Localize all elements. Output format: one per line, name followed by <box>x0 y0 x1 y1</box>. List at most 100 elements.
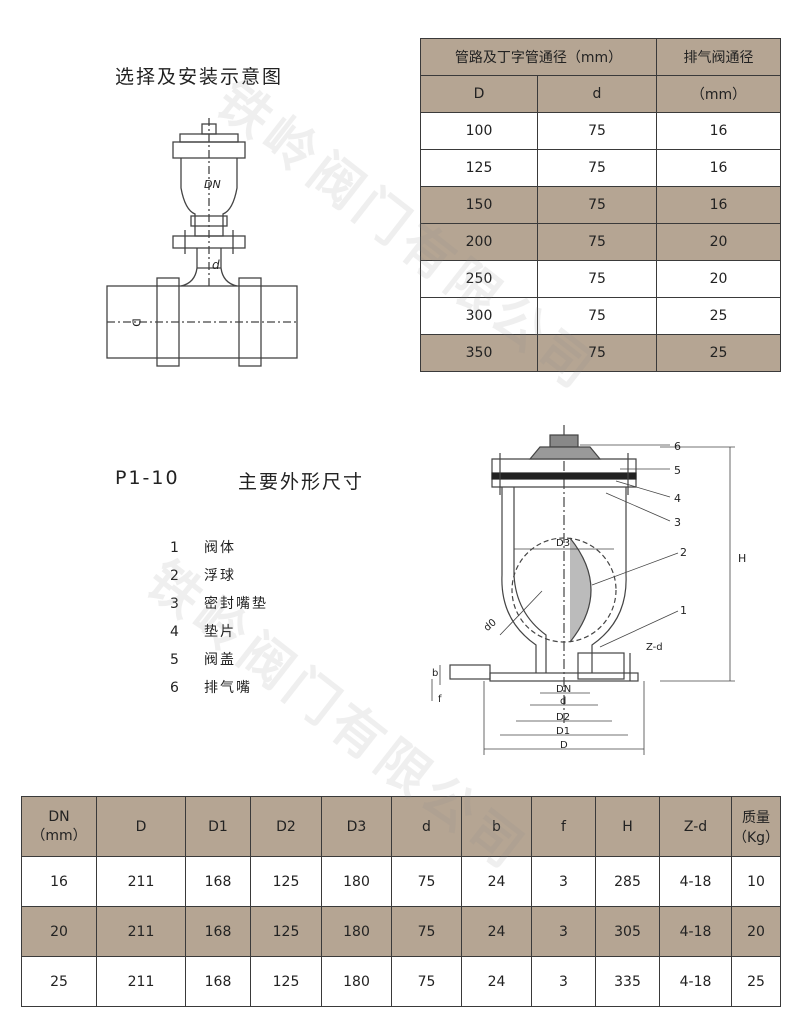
cell: 16 <box>656 186 781 224</box>
dim-label-zd: Z-d <box>646 642 663 653</box>
table-row: 300 75 25 <box>420 297 781 335</box>
cell: 200 <box>420 223 538 261</box>
cell: 335 <box>595 956 660 1007</box>
cell: 75 <box>537 149 657 187</box>
cell: 75 <box>537 297 657 335</box>
pipe-size-table: 管路及丁字管通径（mm） 排气阀通径 D d （mm） 100 75 16 12… <box>420 38 781 372</box>
cell: 3 <box>531 956 596 1007</box>
dim-label-f: f <box>438 694 442 705</box>
cell: 211 <box>96 906 186 957</box>
table-row: 125 75 16 <box>420 149 781 187</box>
cell: 25 <box>21 956 97 1007</box>
dim-label-D: D <box>560 740 568 751</box>
part-label-2: 2 <box>680 546 687 559</box>
part-name: 排气嘴 <box>204 680 252 696</box>
diagram1-label-dn: DN <box>204 178 221 191</box>
part-number: 6 <box>170 680 181 696</box>
header-exhaust: 排气阀通径 <box>656 38 781 76</box>
table-row: 150 75 16 <box>420 186 781 224</box>
part-label-5: 5 <box>674 464 681 477</box>
header-b: b <box>461 796 532 857</box>
cell: 24 <box>461 906 532 957</box>
cell: 20 <box>731 906 781 957</box>
cell: 211 <box>96 956 186 1007</box>
cell: 3 <box>531 906 596 957</box>
part-name: 浮球 <box>204 568 236 584</box>
part-name: 垫片 <box>204 624 236 640</box>
part-label-1: 1 <box>680 604 687 617</box>
cell: 16 <box>656 149 781 187</box>
dim-label-DN: DN <box>556 684 572 695</box>
cell: 211 <box>96 856 186 907</box>
cell: 75 <box>537 334 657 372</box>
section2-title: 主要外形尺寸 <box>238 471 365 493</box>
header-DN: DN（mm） <box>21 796 97 857</box>
list-item: 6 排气嘴 <box>170 677 252 697</box>
cell: 125 <box>250 956 322 1007</box>
cell: 20 <box>656 260 781 298</box>
diagram1-label-d: d <box>212 258 220 272</box>
part-number: 5 <box>170 652 181 668</box>
header-D2: D2 <box>250 796 322 857</box>
table-row: 100 75 16 <box>420 112 781 150</box>
cell: 75 <box>391 856 462 907</box>
part-name: 阀盖 <box>204 652 236 668</box>
cell: 25 <box>731 956 781 1007</box>
part-label-4: 4 <box>674 492 681 505</box>
dim-label-D2: D2 <box>556 712 571 723</box>
cell: 150 <box>420 186 538 224</box>
part-label-6: 6 <box>674 440 681 453</box>
dimension-drawing <box>431 425 735 755</box>
dimension-table: DN（mm） D D1 D2 D3 d b f H Z-d 质量（Kg） 16 … <box>21 796 781 1007</box>
part-number: 2 <box>170 568 181 584</box>
table-row: 200 75 20 <box>420 223 781 261</box>
dim-label-D3: D3 <box>556 538 571 549</box>
table-row: 16 211 168 125 180 75 24 3 285 4-18 10 <box>21 856 781 907</box>
cell: 20 <box>21 906 97 957</box>
dim-label-d: d <box>560 696 567 707</box>
part-name: 密封嘴垫 <box>204 596 268 612</box>
header-D1: D1 <box>185 796 251 857</box>
cell: 250 <box>420 260 538 298</box>
list-item: 3 密封嘴垫 <box>170 593 268 613</box>
cell: 75 <box>537 223 657 261</box>
cell: 300 <box>420 297 538 335</box>
cell: 75 <box>537 112 657 150</box>
header-D: D <box>96 796 186 857</box>
model-number: P1-10 <box>115 467 180 489</box>
part-number: 3 <box>170 596 181 612</box>
header-weight: 质量（Kg） <box>731 796 781 857</box>
cell: 305 <box>595 906 660 957</box>
cell: 125 <box>420 149 538 187</box>
cell: 25 <box>656 334 781 372</box>
diagram1-title: 选择及安装示意图 <box>115 66 284 88</box>
list-item: 2 浮球 <box>170 565 236 585</box>
cell: 125 <box>250 856 322 907</box>
cell: 100 <box>420 112 538 150</box>
cell: 4-18 <box>659 856 732 907</box>
dim-label-H: H <box>738 552 747 565</box>
cell: 75 <box>391 956 462 1007</box>
cell: 25 <box>656 297 781 335</box>
cell: 24 <box>461 856 532 907</box>
cell: 4-18 <box>659 906 732 957</box>
table-row: 350 75 25 <box>420 334 781 372</box>
cell: 24 <box>461 956 532 1007</box>
cell: 168 <box>185 956 251 1007</box>
header-pipe-group: 管路及丁字管通径（mm） <box>420 38 657 76</box>
header-zd: Z-d <box>659 796 732 857</box>
cell: 20 <box>656 223 781 261</box>
part-number: 1 <box>170 540 181 556</box>
cell: 168 <box>185 906 251 957</box>
cell: 3 <box>531 856 596 907</box>
header-D3: D3 <box>321 796 392 857</box>
table-row: 250 75 20 <box>420 260 781 298</box>
list-item: 4 垫片 <box>170 621 236 641</box>
part-label-3: 3 <box>674 516 681 529</box>
header-d: d <box>391 796 462 857</box>
cell: 75 <box>391 906 462 957</box>
cell: 180 <box>321 856 392 907</box>
cell: 180 <box>321 906 392 957</box>
part-number: 4 <box>170 624 181 640</box>
installation-diagram <box>106 118 298 367</box>
